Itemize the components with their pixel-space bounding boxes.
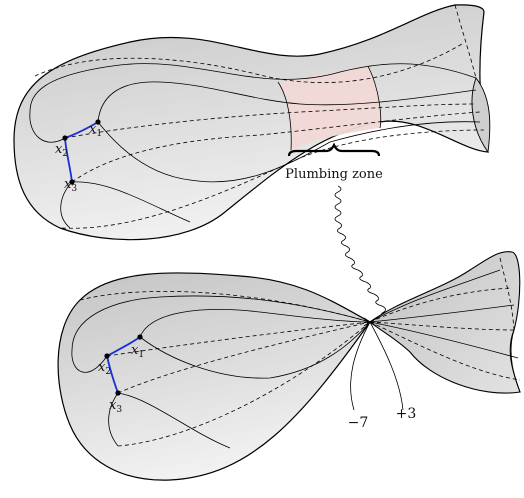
bottom-curve-dashed-1 [79,291,371,323]
top-curve-dashed-4 [61,129,485,229]
plumbing-zone-annotation: Plumbing zone [285,142,383,182]
top-curve-solid-2 [97,81,477,123]
top-point-x3 [69,179,75,185]
bottom-surface: −7 +3 x1 x2 x3 [57,251,521,481]
wavy-arrow-shaft [334,185,390,325]
bottom-point-x2 [104,353,110,359]
weight-label-right: +3 [396,406,417,422]
bottom-curve-solid-4 [71,349,108,373]
weight-label-left: −7 [348,415,369,431]
bottom-curve-dashed-3 [117,321,371,394]
top-curve-dashed-3 [71,111,481,183]
top-curve-solid-4 [29,111,66,143]
weight-arc-right [369,321,404,411]
top-curve-solid-3 [97,121,481,183]
top-point-x1 [95,119,101,125]
bottom-curve-dashed-2 [106,321,371,357]
bottom-curve-solid-6 [117,392,231,449]
bottom-horn-outline [369,251,521,394]
zone-left-boundary [277,81,292,151]
bottom-horn-rim [510,329,521,393]
top-horn-rim-dashed [454,4,477,79]
bottom-label-x1: x1 [131,343,144,360]
top-point-x2 [62,135,68,141]
bottom-curve-solid-3 [139,321,371,379]
bottom-horn-curve-solid-3 [369,321,519,359]
bottom-label-x2: x2 [98,360,111,377]
top-surface: x1 x2 x3 [13,4,491,241]
top-surface-outline [13,4,489,241]
bottom-curve-solid-5 [108,392,119,447]
bottom-horn-rim-dashed [499,257,515,331]
bottom-horn-curve-solid-1 [369,269,501,323]
bottom-label-x3: x3 [109,398,122,415]
bottom-horn-curve-dashed-3 [369,321,521,381]
top-curve-solid-6 [71,181,191,223]
top-label-x1: x1 [89,122,102,139]
top-horn-rim [471,77,491,154]
bottom-point-x1 [137,334,143,340]
bottom-point-x3 [115,390,121,396]
top-label-x3: x3 [64,177,77,194]
bottom-horn-curve-dashed-2 [369,321,517,331]
top-curve-dashed-2 [64,103,477,139]
top-curve-solid-5 [60,181,73,229]
top-curve-solid-1 [29,63,477,113]
bottom-curve-solid-2 [139,309,371,338]
weight-arc-left [350,321,371,411]
plumbing-zone-brace [287,142,381,157]
bottom-bulb-outline [57,272,371,481]
top-label-x2: x2 [55,142,68,159]
bottom-horn-curve-dashed-1 [369,287,513,323]
plumbing-zone-band [278,66,381,150]
bottom-horn-curve-solid-2 [369,304,515,323]
bottom-curve-dashed-4 [117,321,371,447]
plumbing-zone-label: Plumbing zone [285,167,383,182]
